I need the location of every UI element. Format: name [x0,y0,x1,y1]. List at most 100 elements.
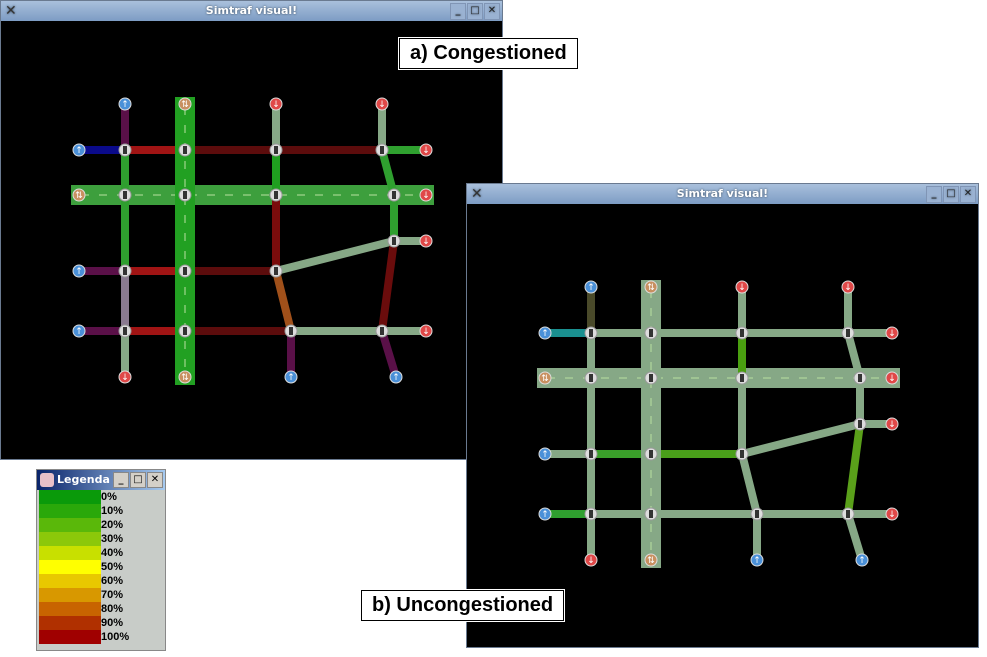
traffic-light-icon[interactable] [178,188,192,202]
traffic-light-icon[interactable] [178,324,192,338]
arrow-down-icon[interactable]: ↓ [841,280,855,294]
traffic-light-icon[interactable] [387,188,401,202]
arrow-mixed-icon[interactable]: ⇅ [178,97,192,111]
road-segment-c4e[interactable] [377,326,401,382]
road-segment-c4b[interactable] [377,145,399,200]
arrow-mixed-icon[interactable]: ⇅ [178,370,192,384]
svg-text:↑: ↑ [541,329,549,339]
minimize-button[interactable]: _ [450,3,466,20]
road-segment-c4b[interactable] [843,328,865,383]
arrow-down-icon[interactable]: ↓ [375,97,389,111]
traffic-light-icon[interactable] [584,371,598,385]
arrow-mixed-icon[interactable]: ⇅ [644,553,658,567]
arrow-up-icon[interactable]: ↑ [72,143,86,157]
arrow-mixed-icon[interactable]: ⇅ [72,188,86,202]
traffic-light-icon[interactable] [584,326,598,340]
road-segment-c4e[interactable] [843,509,867,565]
arrow-down-icon[interactable]: ↓ [885,326,899,340]
maximize-button[interactable]: □ [467,3,483,20]
legend-item: 40% [37,546,165,560]
arrow-down-icon[interactable]: ↓ [419,234,433,248]
arrow-up-icon[interactable]: ↑ [72,324,86,338]
road-segment-c4d[interactable] [377,236,399,336]
svg-text:↓: ↓ [272,100,280,110]
legend-item: 80% [37,602,165,616]
svg-text:↓: ↓ [422,146,430,156]
road-segment-c3d[interactable] [737,449,762,519]
arrow-down-icon[interactable]: ↓ [885,507,899,521]
arrow-up-icon[interactable]: ↑ [118,97,132,111]
traffic-light-icon[interactable] [387,234,401,248]
arrow-down-icon[interactable]: ↓ [885,417,899,431]
traffic-light-icon[interactable] [853,417,867,431]
arrow-mixed-icon[interactable]: ⇅ [644,280,658,294]
caption-congested: a) Congestioned [398,37,579,70]
close-button[interactable]: ✕ [484,3,500,20]
traffic-light-icon[interactable] [841,326,855,340]
svg-text:↑: ↑ [75,267,83,277]
traffic-light-icon[interactable] [644,371,658,385]
svg-text:↑: ↑ [541,510,549,520]
legend-swatch [39,490,101,504]
minimize-button[interactable]: _ [113,472,129,488]
title-bar[interactable]: ✕Simtraf visual!_□✕ [467,184,978,204]
close-button[interactable]: ✕ [147,472,163,488]
arrow-mixed-icon[interactable]: ⇅ [538,371,552,385]
traffic-light-icon[interactable] [644,507,658,521]
traffic-light-icon[interactable] [284,324,298,338]
arrow-up-icon[interactable]: ↑ [389,370,403,384]
traffic-light-icon[interactable] [118,324,132,338]
arrow-up-icon[interactable]: ↑ [72,264,86,278]
road-segment-r3d[interactable] [271,236,399,276]
arrow-up-icon[interactable]: ↑ [855,553,869,567]
arrow-up-icon[interactable]: ↑ [584,280,598,294]
title-bar[interactable]: ✕Simtraf visual!_□✕ [1,1,502,21]
traffic-light-icon[interactable] [375,143,389,157]
traffic-light-icon[interactable] [269,188,283,202]
close-button[interactable]: ✕ [960,186,976,203]
minimize-button[interactable]: _ [926,186,942,203]
maximize-button[interactable]: □ [943,186,959,203]
traffic-light-icon[interactable] [853,371,867,385]
traffic-light-icon[interactable] [735,326,749,340]
traffic-light-icon[interactable] [644,326,658,340]
road-segment-c4d[interactable] [843,419,865,519]
traffic-light-icon[interactable] [178,143,192,157]
traffic-light-icon[interactable] [584,507,598,521]
legend-window: Legenda_□✕ 0%10%20%30%40%50%60%70%80%90%… [36,469,166,651]
traffic-light-icon[interactable] [118,143,132,157]
road-segment-r3d[interactable] [737,419,865,459]
arrow-up-icon[interactable]: ↑ [538,507,552,521]
arrow-down-icon[interactable]: ↓ [419,324,433,338]
road-segment-c3d[interactable] [271,266,296,336]
traffic-light-icon[interactable] [735,447,749,461]
traffic-light-icon[interactable] [269,264,283,278]
arrow-down-icon[interactable]: ↓ [885,371,899,385]
maximize-button[interactable]: □ [130,472,146,488]
arrow-down-icon[interactable]: ↓ [419,143,433,157]
arrow-down-icon[interactable]: ↓ [118,370,132,384]
legend-item: 10% [37,504,165,518]
traffic-light-icon[interactable] [375,324,389,338]
legend-title-bar[interactable]: Legenda_□✕ [37,470,165,490]
legend-item: 20% [37,518,165,532]
traffic-light-icon[interactable] [178,264,192,278]
arrow-down-icon[interactable]: ↓ [735,280,749,294]
arrow-down-icon[interactable]: ↓ [584,553,598,567]
arrow-up-icon[interactable]: ↑ [538,326,552,340]
traffic-light-icon[interactable] [584,447,598,461]
traffic-light-icon[interactable] [644,447,658,461]
legend-label: 0% [101,491,117,503]
arrow-down-icon[interactable]: ↓ [269,97,283,111]
traffic-light-icon[interactable] [735,371,749,385]
arrow-up-icon[interactable]: ↑ [284,370,298,384]
traffic-light-icon[interactable] [750,507,764,521]
svg-text:↓: ↓ [422,327,430,337]
arrow-up-icon[interactable]: ↑ [750,553,764,567]
traffic-light-icon[interactable] [841,507,855,521]
traffic-light-icon[interactable] [118,264,132,278]
arrow-down-icon[interactable]: ↓ [419,188,433,202]
arrow-up-icon[interactable]: ↑ [538,447,552,461]
traffic-light-icon[interactable] [269,143,283,157]
traffic-light-icon[interactable] [118,188,132,202]
